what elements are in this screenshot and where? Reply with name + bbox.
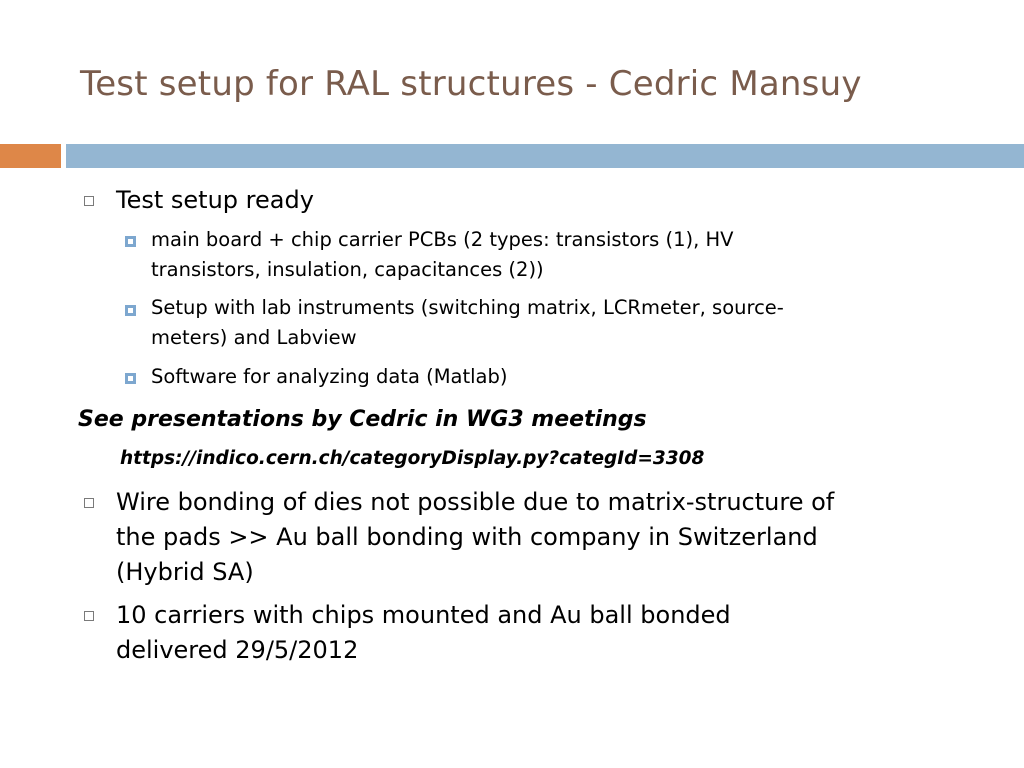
filled-square-bullet-icon — [125, 305, 136, 316]
title-divider-bar — [66, 144, 1024, 168]
filled-square-bullet-icon — [125, 373, 136, 384]
sub-bullet-text-line: main board + chip carrier PCBs (2 types:… — [151, 228, 734, 251]
hollow-square-bullet-icon — [84, 196, 94, 206]
sub-bullet-text-line: transistors, insulation, capacitances (2… — [151, 258, 544, 281]
bullet-text: Test setup ready — [116, 186, 314, 214]
slide-title: Test setup for RAL structures - Cedric M… — [80, 64, 862, 104]
filled-square-bullet-icon — [125, 236, 136, 247]
bullet-text-line: the pads >> Au ball bonding with company… — [116, 523, 818, 551]
sub-bullet-text-line: Setup with lab instruments (switching ma… — [151, 296, 784, 319]
bullet-text-line: (Hybrid SA) — [116, 558, 254, 586]
emphasis-note: See presentations by Cedric in WG3 meeti… — [78, 407, 647, 432]
bullet-text-line: Wire bonding of dies not possible due to… — [116, 488, 835, 516]
sub-bullet-text-line: Software for analyzing data (Matlab) — [151, 365, 508, 388]
hollow-square-bullet-icon — [84, 611, 94, 621]
meeting-link-text: https://indico.cern.ch/categoryDisplay.p… — [120, 448, 705, 469]
sub-bullet-text-line: meters) and Labview — [151, 326, 357, 349]
hollow-square-bullet-icon — [84, 498, 94, 508]
bullet-text-line: delivered 29/5/2012 — [116, 636, 359, 664]
title-accent-bar — [0, 144, 61, 168]
bullet-text-line: 10 carriers with chips mounted and Au ba… — [116, 601, 731, 629]
